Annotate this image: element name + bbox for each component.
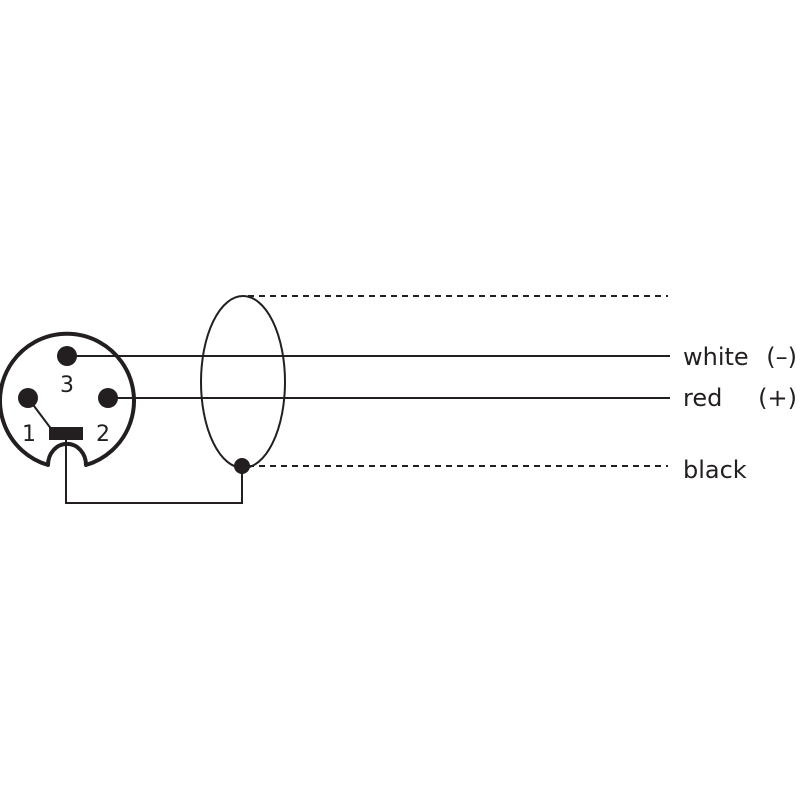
black-wire-label: black [683, 456, 747, 484]
white-wire-label: white [683, 343, 749, 371]
red-wire-polarity: (+) [758, 384, 797, 412]
red-wire-label: red [683, 384, 722, 412]
ground-tab [49, 427, 83, 440]
pin-3-label: 3 [60, 373, 74, 398]
pin-1-label: 1 [22, 422, 36, 447]
cable-shield-ellipse [200, 295, 286, 469]
ground-return-wire [65, 440, 243, 504]
connector-housing [0, 331, 136, 467]
white-wire-polarity: (–) [766, 343, 797, 371]
pin-2-label: 2 [96, 422, 110, 447]
pin-1-ground-link [27, 397, 53, 431]
